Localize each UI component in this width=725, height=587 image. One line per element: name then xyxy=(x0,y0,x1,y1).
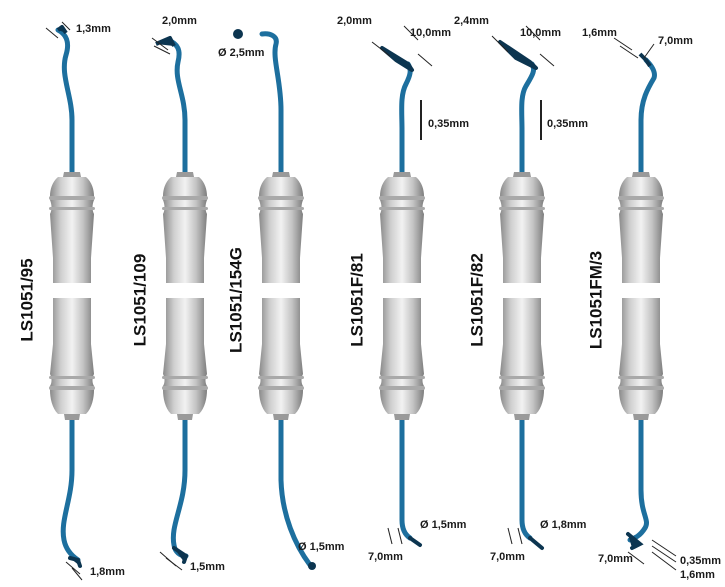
instrument-4: LS1051F/81 2,0mm 10,0mm 0,35mm Ø 1,5mm 7,0mm xyxy=(337,15,469,563)
working-tip-top xyxy=(55,27,75,175)
instrument-6: LS1051FM/3 1,6mm 7,0mm 7,0mm 0,35mm 1,6mm xyxy=(582,27,721,581)
dimension-tick xyxy=(613,37,633,51)
dimension-label-bottom: Ø 1,8mm xyxy=(540,519,587,531)
blade-bottom xyxy=(172,546,189,564)
ball-tip xyxy=(308,562,316,570)
dimension-tick xyxy=(61,21,71,31)
dimension-tick xyxy=(627,551,645,565)
dimension-label-top: 2,0mm xyxy=(162,15,197,27)
dimension-label-top: 7,0mm xyxy=(658,35,693,47)
dimension-label-top: Ø 2,5mm xyxy=(218,47,265,59)
dimension-label-bottom: 7,0mm xyxy=(368,551,403,563)
dimension-label-top: 10,0mm xyxy=(410,27,451,39)
dimension-tick xyxy=(65,561,81,575)
dimension-tick xyxy=(71,567,83,581)
blade-bottom xyxy=(68,556,82,568)
dimension-label-thickness: 0,35mm xyxy=(547,118,588,130)
handle xyxy=(379,172,425,420)
dimension-tick xyxy=(417,53,433,67)
blade-bottom xyxy=(626,532,644,550)
ball-tip xyxy=(233,29,243,39)
dimension-tick xyxy=(651,539,677,557)
working-tip-top xyxy=(519,61,537,175)
handle xyxy=(162,172,208,420)
working-tip-bottom xyxy=(278,417,313,568)
handle xyxy=(499,172,545,420)
blade-bottom xyxy=(408,536,422,547)
handle xyxy=(258,172,304,420)
dimension-label-bottom: 7,0mm xyxy=(490,551,525,563)
instrument-code: LS1051F/82 xyxy=(467,253,486,347)
working-tip-top xyxy=(399,61,413,175)
dimension-tick xyxy=(517,527,523,545)
working-tip-top xyxy=(638,57,657,175)
dimension-label-bottom: 1,5mm xyxy=(190,561,225,573)
blade-bottom xyxy=(528,536,544,550)
dimension-label-bottom: 1,8mm xyxy=(90,566,125,578)
dimension-tick xyxy=(525,25,541,41)
dimension-tick xyxy=(539,53,555,67)
dimension-tick xyxy=(371,41,391,57)
dimension-tick xyxy=(651,545,677,563)
instrument-2: LS1051/109 2,0mm 1,5mm xyxy=(130,15,225,573)
working-tip-top xyxy=(165,37,188,175)
dimension-tick xyxy=(491,35,509,53)
dimension-label-bottom: Ø 1,5mm xyxy=(298,541,345,553)
instrument-code: LS1051F/81 xyxy=(347,253,366,347)
blade-top xyxy=(56,25,68,35)
dimension-label-top: 2,4mm xyxy=(454,15,489,27)
instrument-code: LS1051FM/3 xyxy=(586,251,605,349)
working-tip-bottom xyxy=(60,417,81,563)
blade-top xyxy=(380,46,414,72)
dimension-tick xyxy=(153,45,171,55)
instrument-code: LS1051/95 xyxy=(17,258,36,341)
blade-top xyxy=(638,52,652,68)
dimension-tick xyxy=(507,527,513,545)
instrument-1: LS1051/95 1,3mm 1,8mm xyxy=(17,21,125,581)
working-tip-bottom xyxy=(519,417,533,541)
dimension-label-top: 10,0mm xyxy=(520,27,561,39)
dimension-label-top: 1,6mm xyxy=(582,27,617,39)
dimension-label-bottom: 7,0mm xyxy=(598,553,633,565)
dimension-tick xyxy=(165,557,183,571)
dimension-tick xyxy=(619,45,639,59)
dimension-tick xyxy=(651,551,677,571)
dimension-label-thickness: 0,35mm xyxy=(428,118,469,130)
instrument-3: LS1051/154G Ø 2,5mm Ø 1,5mm xyxy=(218,29,345,570)
dimension-tick xyxy=(45,27,59,39)
dimension-label-bottom: Ø 1,5mm xyxy=(420,519,467,531)
dimension-tick xyxy=(643,43,655,59)
dimension-tick xyxy=(397,527,403,545)
dimension-tick xyxy=(387,527,393,545)
dimension-tick xyxy=(403,25,419,41)
handle xyxy=(49,172,95,420)
dimension-label-bottom: 0,35mm xyxy=(680,555,721,567)
handle xyxy=(618,172,664,420)
instrument-5: LS1051F/82 2,4mm 10,0mm 0,35mm Ø 1,8mm 7,0mm xyxy=(454,15,588,563)
working-tip-top xyxy=(259,31,284,175)
blade-top xyxy=(155,36,176,47)
dimension-tick xyxy=(151,37,169,51)
working-tip-bottom xyxy=(399,417,413,541)
instrument-code: LS1051/109 xyxy=(130,254,149,347)
dimension-label-top: 2,0mm xyxy=(337,15,372,27)
instrument-code: LS1051/154G xyxy=(226,247,245,353)
working-tip-bottom xyxy=(627,417,649,543)
dimension-label-bottom: 1,6mm xyxy=(680,569,715,581)
dimension-label-top: 1,3mm xyxy=(76,23,111,35)
blade-top xyxy=(498,40,538,70)
working-tip-bottom xyxy=(170,417,189,559)
